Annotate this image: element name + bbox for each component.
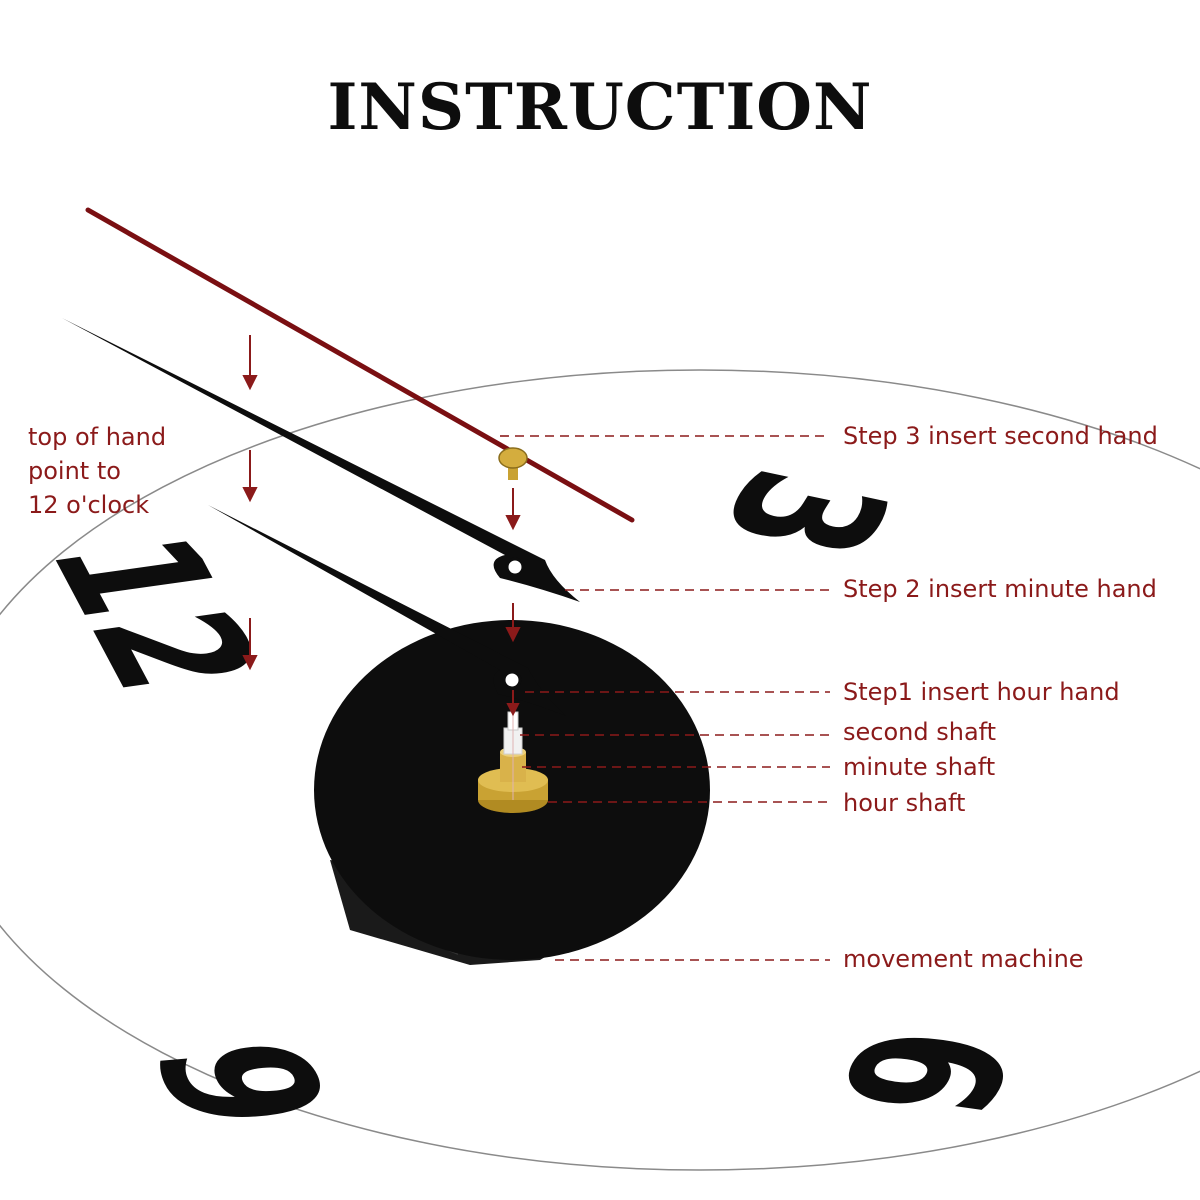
minute-hand	[62, 318, 580, 602]
orientation-note: top of hand point to 12 o'clock	[28, 420, 166, 522]
svg-text:12: 12	[4, 523, 303, 703]
svg-text:9: 9	[104, 1033, 374, 1134]
page-title: INSTRUCTION	[327, 70, 873, 145]
numeral-9: 9	[104, 1033, 374, 1134]
second-hand-cap	[498, 447, 528, 480]
note-line-3: 12 o'clock	[28, 491, 150, 519]
note-line-2: point to	[28, 457, 121, 485]
label-step-3: Step 3 insert second hand	[843, 422, 1158, 450]
label-step-1: Step1 insert hour hand	[843, 678, 1120, 706]
leader-lines	[500, 435, 830, 961]
numeral-6: 6	[788, 1017, 1061, 1128]
hour-hand	[208, 505, 566, 716]
second-hand	[85, 207, 635, 523]
down-arrows	[242, 335, 521, 717]
label-minute-shaft: minute shaft	[843, 753, 996, 781]
numeral-12: 12	[4, 523, 303, 703]
svg-text:6: 6	[788, 1017, 1061, 1128]
label-second-shaft: second shaft	[843, 718, 997, 746]
label-movement-machine: movement machine	[843, 945, 1084, 973]
svg-text:3: 3	[673, 454, 935, 572]
shaft-stack	[478, 711, 548, 813]
numeral-3: 3	[673, 454, 935, 572]
label-step-2: Step 2 insert minute hand	[843, 575, 1157, 603]
note-line-1: top of hand	[28, 423, 167, 451]
label-hour-shaft: hour shaft	[843, 789, 966, 817]
clock-face-outline	[0, 369, 1200, 1171]
